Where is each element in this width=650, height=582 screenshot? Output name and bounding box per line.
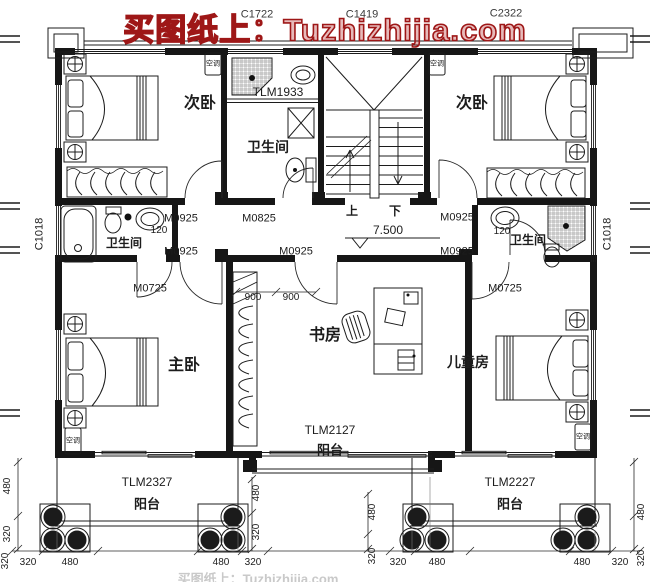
- bed-master: [65, 337, 159, 407]
- door-bedroom-left: [184, 160, 223, 199]
- door-study: [294, 261, 338, 305]
- closet-study: [232, 271, 258, 447]
- door-bath-right: [509, 219, 546, 256]
- door-bedroom-right: [438, 159, 478, 199]
- dimension-lines: [7, 287, 645, 556]
- chair-icon: [341, 310, 371, 344]
- outer-sill-lines: [84, 40, 572, 46]
- door-kids: [471, 261, 510, 300]
- ac-unit: [64, 427, 82, 455]
- door-master: [179, 261, 223, 305]
- bedroom-right-furniture: [486, 53, 589, 199]
- bedroom-left-furniture: [63, 53, 168, 198]
- column-cluster: [399, 503, 454, 553]
- stair-arrow-up: [345, 149, 355, 192]
- door-bath-left: [136, 261, 173, 298]
- sink-icon: [290, 65, 316, 85]
- grid-datum-marks: [0, 35, 650, 417]
- bath-right-fixtures: [490, 205, 586, 268]
- toilet-icon: [285, 157, 317, 183]
- top-wall-windows: [75, 49, 572, 54]
- bathtub-icon: [60, 205, 97, 263]
- toilet-icon: [104, 206, 122, 234]
- master-furniture: [63, 313, 159, 455]
- ac-units-top: [204, 52, 446, 76]
- stairs: [325, 56, 423, 199]
- bath-left-fixtures: [60, 205, 165, 263]
- balcony-left-railing: [55, 458, 240, 527]
- door-bath-top: [282, 167, 314, 199]
- toilet-icon: [543, 243, 561, 268]
- walls-layer: [55, 48, 597, 472]
- windows-layer: [56, 40, 596, 458]
- right-wall-windows: [591, 85, 596, 400]
- tlm1933-partition: [227, 98, 318, 103]
- stair-break-line: [326, 135, 372, 179]
- elevation-marker: [345, 237, 440, 249]
- nightstand-icon: [565, 309, 589, 423]
- column-cluster: [39, 503, 91, 553]
- bed-top-right: [493, 75, 587, 141]
- balcony-right-railing: [410, 458, 597, 527]
- sink-icon: [135, 207, 165, 231]
- washer-icon: [287, 107, 315, 139]
- dim-900-line: [231, 287, 321, 297]
- wardrobe-top-right: [486, 167, 586, 199]
- ac-unit: [204, 52, 222, 76]
- balconies-layer: [39, 458, 611, 553]
- ac-unit: [574, 423, 592, 451]
- balcony-center-railing: [252, 468, 434, 474]
- desk-icon: [373, 287, 423, 375]
- column-cluster: [550, 503, 611, 553]
- balcony-sliding-doors: [95, 452, 555, 457]
- nightstand-icon: [63, 313, 87, 429]
- bed-kids: [495, 335, 589, 401]
- wardrobe-top-left: [66, 166, 168, 198]
- sink-icon: [490, 206, 520, 230]
- left-wall-windows: [56, 85, 61, 400]
- stair-arrow-down: [393, 122, 403, 185]
- column-cluster: [197, 503, 249, 553]
- bed-top-left: [65, 75, 159, 141]
- bath-top-fixtures: [231, 57, 317, 183]
- parapet-corners: [47, 27, 634, 59]
- ac-unit: [428, 52, 446, 76]
- nightstand-icon: [565, 53, 589, 163]
- kids-furniture: [495, 309, 592, 451]
- nightstand-icon: [63, 53, 87, 163]
- study-furniture: [232, 271, 423, 447]
- doors-layer: [136, 159, 546, 305]
- site-watermark: 买图纸上：Tuzhizhijia.com: [122, 12, 527, 49]
